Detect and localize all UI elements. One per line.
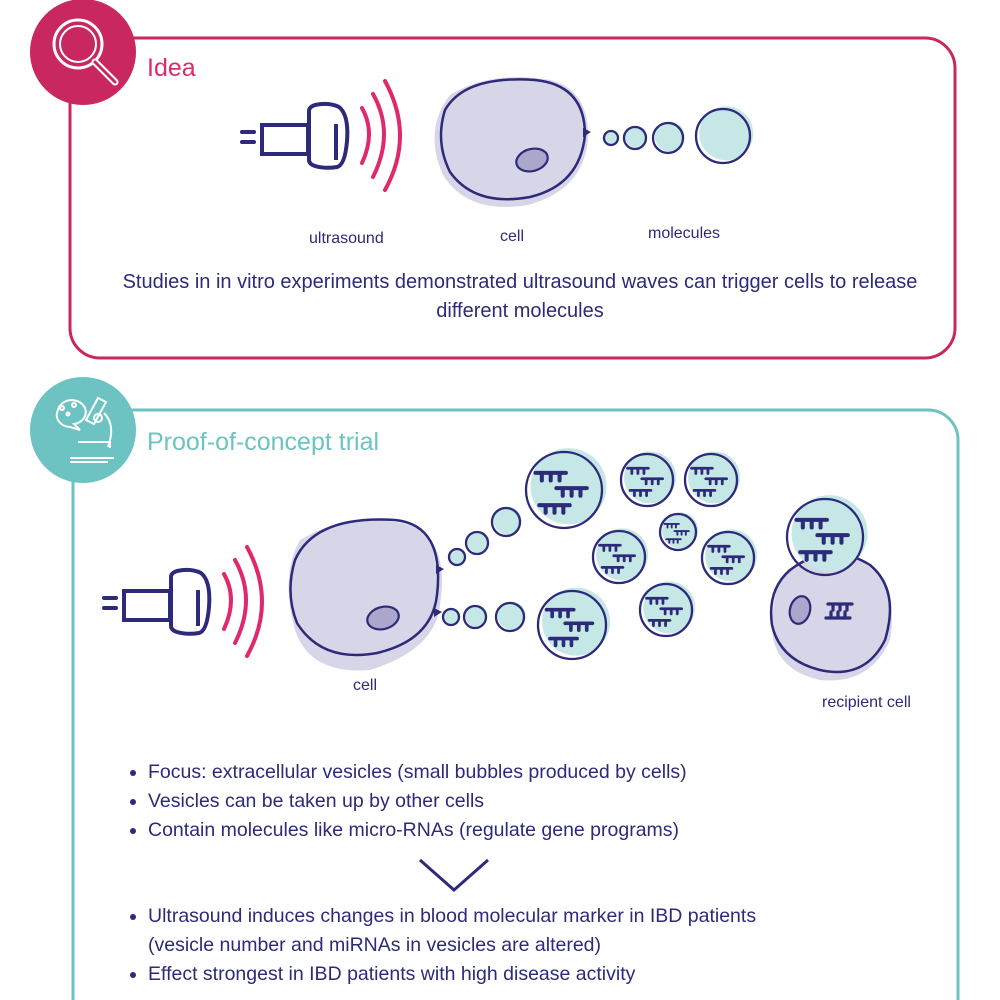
ultrasound-probe-icon-2	[102, 545, 264, 658]
poc-cell-label: cell	[353, 677, 378, 694]
result-item: Ultrasound induces changes in blood mole…	[148, 902, 756, 960]
microrna-icon	[721, 555, 745, 564]
microrna-icon	[626, 466, 650, 475]
microrna-icon	[704, 477, 728, 486]
vesicles-group	[441, 448, 868, 661]
vesicle-with-mirna	[700, 529, 758, 586]
results-bullet-list: Ultrasound induces changes in blood mole…	[128, 902, 756, 989]
microrna-icon	[536, 473, 566, 481]
microrna-icon	[800, 552, 830, 560]
idea-title: Idea	[147, 54, 196, 82]
vesicle-with-mirna	[785, 495, 868, 577]
chevron-down-icon	[419, 858, 489, 893]
focus-bullet-list: Focus: extracellular vesicles (small bub…	[128, 758, 687, 845]
microrna-icon	[556, 488, 586, 496]
microrna-icon	[692, 489, 717, 497]
idea-box	[68, 36, 957, 360]
molecule-bubble	[622, 125, 648, 151]
microrna-icon	[709, 567, 734, 575]
microrna-icon	[628, 489, 653, 497]
microrna-icon	[598, 543, 622, 552]
bullet-item: Vesicles can be taken up by other cells	[148, 787, 687, 816]
molecule-bubble	[602, 129, 620, 147]
small-vesicle	[441, 607, 461, 627]
vesicle-with-mirna	[683, 451, 741, 508]
molecules-group	[602, 106, 754, 165]
result-line: Effect strongest in IBD patients with hi…	[148, 963, 636, 985]
idea-description: Studies in in vitro experiments demonstr…	[122, 271, 918, 322]
microrna-icon	[663, 522, 680, 529]
microrna-icon	[563, 621, 595, 632]
source-cell-icon	[288, 518, 444, 671]
recipient-cell-icon	[769, 552, 892, 681]
small-vesicle	[494, 601, 526, 633]
microrna-icon	[673, 530, 690, 536]
small-vesicle	[464, 530, 490, 556]
microrna-icon	[645, 596, 669, 605]
vesicle-with-mirna	[638, 581, 696, 638]
bullet-item: Contain molecules like micro-RNAs (regul…	[148, 816, 687, 845]
microrna-icon	[647, 619, 672, 627]
result-line: Ultrasound induces changes in blood mole…	[148, 905, 757, 927]
ultrasound-probe-icon	[240, 79, 402, 192]
microrna-icon	[707, 544, 731, 553]
microrna-icon	[640, 477, 664, 486]
recipient-cell-label: recipient cell	[822, 694, 911, 711]
result-item: Effect strongest in IBD patients with hi…	[148, 960, 756, 989]
ultrasound-label: ultrasound	[309, 230, 384, 247]
small-vesicle	[447, 547, 467, 567]
microrna-icon	[665, 538, 682, 544]
microrna-icon	[539, 505, 569, 513]
microscope-icon	[30, 377, 136, 483]
small-vesicle	[490, 506, 522, 538]
vesicle-with-mirna	[658, 512, 699, 552]
microrna-icon	[600, 566, 625, 574]
poc-box	[71, 408, 960, 1000]
result-line-cont: (vesicle number and miRNAs in vesicles a…	[148, 934, 602, 956]
microrna-icon	[544, 607, 576, 619]
molecules-label: molecules	[648, 225, 721, 242]
magnifier-icon	[30, 0, 136, 105]
cell-label: cell	[500, 228, 525, 245]
microrna-icon	[659, 607, 683, 616]
molecule-bubble	[694, 106, 754, 165]
bullet-item: Focus: extracellular vesicles (small bub…	[148, 758, 687, 787]
microrna-icon	[797, 520, 827, 528]
vesicle-with-mirna	[619, 451, 677, 508]
poc-title: Proof-of-concept trial	[147, 428, 380, 456]
microrna-icon	[817, 535, 847, 543]
microrna-icon	[612, 554, 636, 563]
small-vesicle	[462, 604, 488, 630]
microrna-icon	[548, 636, 579, 648]
vesicle-with-mirna	[536, 587, 611, 661]
vesicle-with-mirna	[591, 528, 649, 585]
vesicle-with-mirna	[524, 448, 607, 530]
cell-icon	[434, 77, 591, 207]
molecule-bubble	[651, 121, 685, 155]
microrna-icon	[690, 466, 714, 475]
